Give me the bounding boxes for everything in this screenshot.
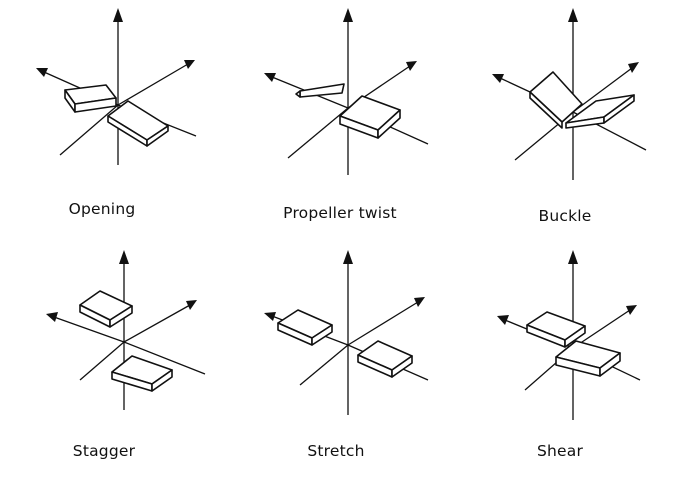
stretch-plates — [277, 309, 413, 378]
stagger-axes — [46, 250, 206, 410]
caption-stretch: Stretch — [307, 442, 365, 460]
caption-buckle: Buckle — [538, 207, 592, 225]
shear-plates — [526, 311, 621, 377]
caption-shear: Shear — [536, 442, 584, 460]
buckle-plates — [529, 71, 635, 129]
propeller-twist-axes — [264, 8, 429, 175]
caption-opening: Opening — [68, 200, 136, 218]
propeller-twist-plates — [295, 83, 401, 139]
opening-plates — [64, 84, 169, 147]
stagger-plates — [79, 290, 173, 392]
caption-propeller-twist: Propeller twist — [283, 204, 397, 222]
caption-stagger: Stagger — [72, 442, 136, 460]
